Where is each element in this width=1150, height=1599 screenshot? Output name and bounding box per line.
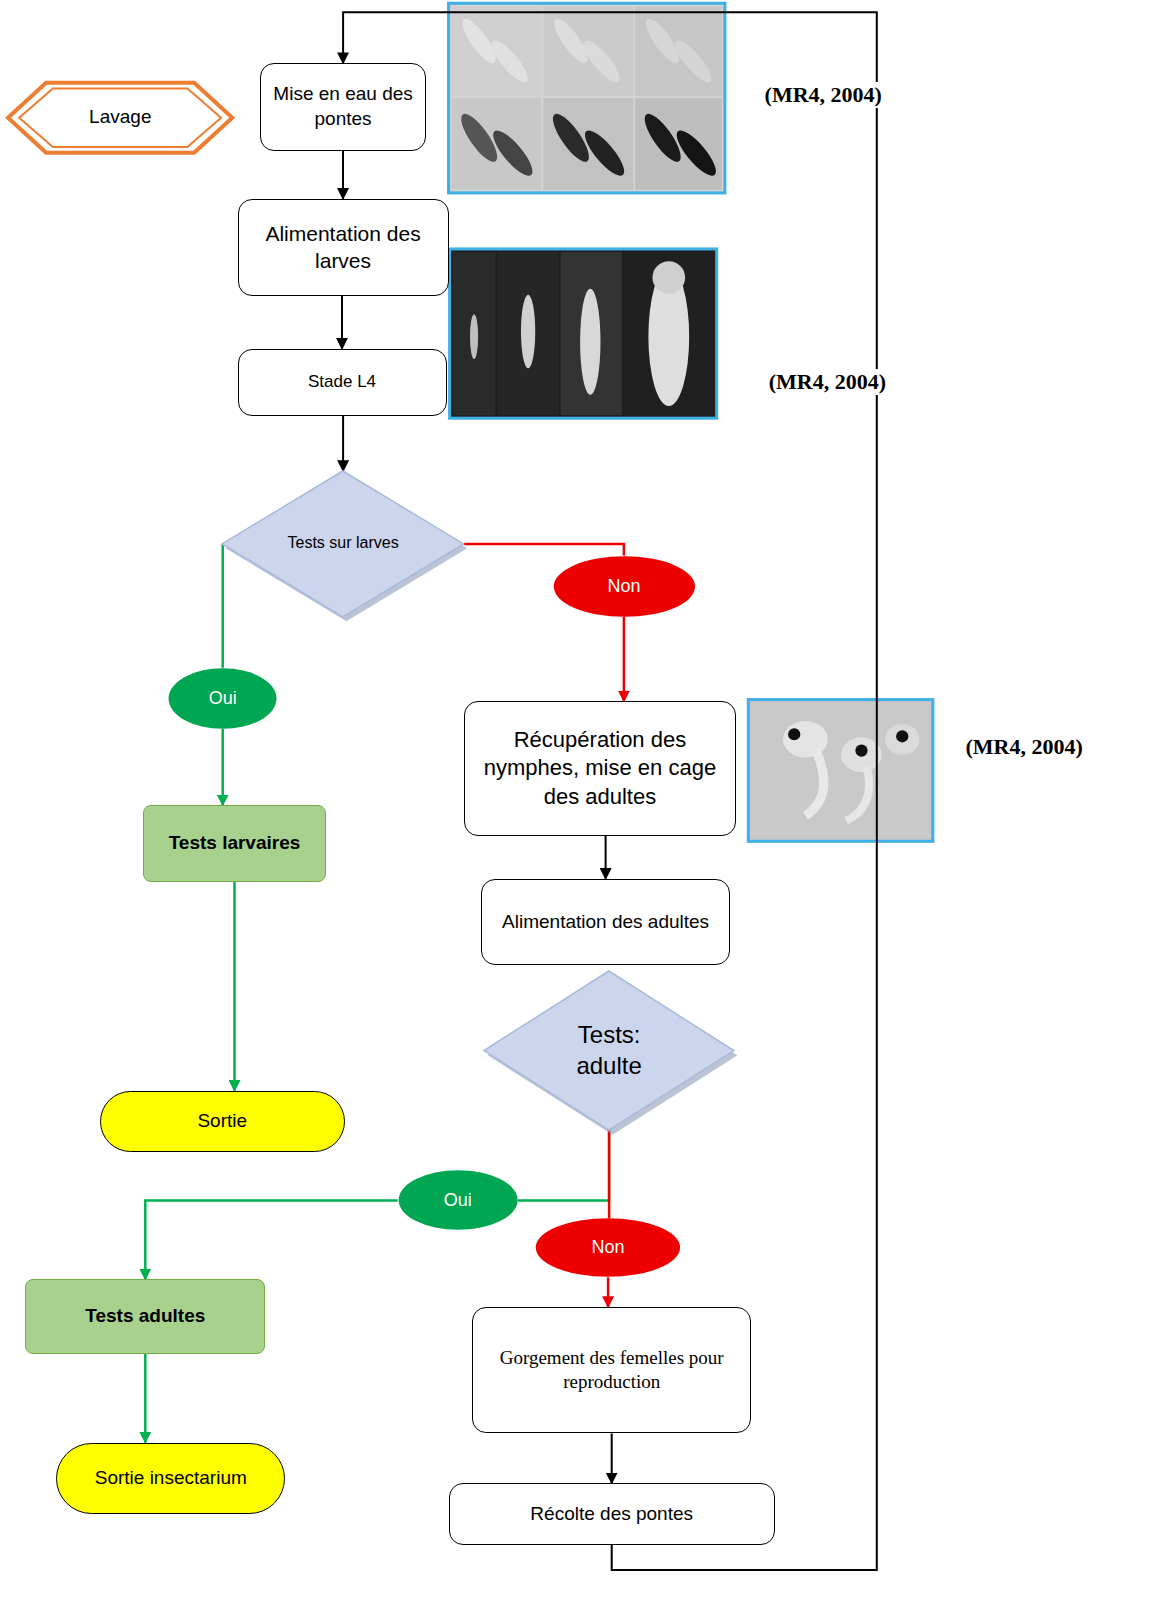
flow-connector [233, 882, 236, 1091]
node-text: Oui [209, 687, 237, 710]
yes-ellipse: Oui [168, 668, 277, 729]
process-box: Mise en eau des pontes [260, 63, 426, 151]
egg-photo [449, 3, 725, 193]
process-box: Alimentation des adultes [481, 879, 730, 966]
exit-terminal: Sortie insectarium [56, 1443, 285, 1514]
process-box: Alimentation des larves [238, 199, 449, 296]
node-text: Gorgement des femelles pour reproduction [482, 1346, 741, 1395]
flow-connector [342, 416, 344, 471]
node-text: Tests: adulte [544, 1019, 674, 1081]
flow-connector [144, 1354, 147, 1443]
flow-connector [342, 151, 344, 199]
node-text: Non [592, 1236, 625, 1259]
flow-connector [623, 617, 626, 702]
flow-connector [605, 836, 607, 879]
node-text: Mise en eau des pontes [270, 82, 416, 131]
wash-hexagon: Lavage [8, 82, 232, 153]
larva-photo [450, 249, 717, 418]
no-ellipse: Non [535, 1218, 681, 1277]
exit-terminal: Sortie [100, 1091, 345, 1152]
flow-connector [518, 1130, 609, 1201]
no-ellipse: Non [553, 556, 696, 617]
process-box: Gorgement des femelles pour reproduction [472, 1307, 751, 1433]
node-text: Alimentation des larves [248, 220, 439, 275]
diamond-outline [484, 971, 734, 1130]
flow-connector [221, 544, 224, 668]
flow-connector [221, 729, 224, 806]
test-box: Tests adultes [25, 1279, 265, 1353]
node-text: Tests adultes [85, 1304, 205, 1329]
node-text: Sortie [197, 1109, 247, 1134]
node-text: Lavage [89, 105, 151, 130]
process-box: Stade L4 [238, 349, 447, 416]
yes-ellipse: Oui [398, 1170, 518, 1230]
node-text: Récolte des pontes [530, 1502, 693, 1527]
node-text: Tests sur larves [287, 533, 398, 554]
pupa-photo [748, 700, 933, 842]
flow-connector [145, 1200, 397, 1279]
flow-connector [464, 544, 624, 556]
process-box: Récolte des pontes [449, 1483, 775, 1544]
decision-diamond: Tests: adulte [484, 971, 734, 1130]
node-text: Alimentation des adultes [502, 910, 709, 935]
flow-connector [607, 1277, 610, 1307]
node-text: Tests larvaires [169, 831, 301, 856]
source-citation: (MR4, 2004) [963, 734, 1084, 760]
process-box: Récupération des nymphes, mise en cage d… [464, 701, 736, 836]
node-text: Sortie insectarium [95, 1466, 247, 1491]
node-text: Oui [444, 1189, 472, 1212]
source-citation: (MR4, 2004) [767, 369, 888, 395]
test-box: Tests larvaires [143, 805, 327, 881]
node-text: Récupération des nymphes, mise en cage d… [474, 726, 726, 812]
flow-connector [341, 296, 343, 349]
decision-diamond: Tests sur larves [222, 471, 464, 617]
source-citation: (MR4, 2004) [763, 82, 884, 108]
flow-connector [611, 1433, 613, 1483]
node-text: Non [607, 575, 640, 598]
node-text: Stade L4 [308, 371, 376, 393]
flow-connector [608, 1130, 611, 1219]
